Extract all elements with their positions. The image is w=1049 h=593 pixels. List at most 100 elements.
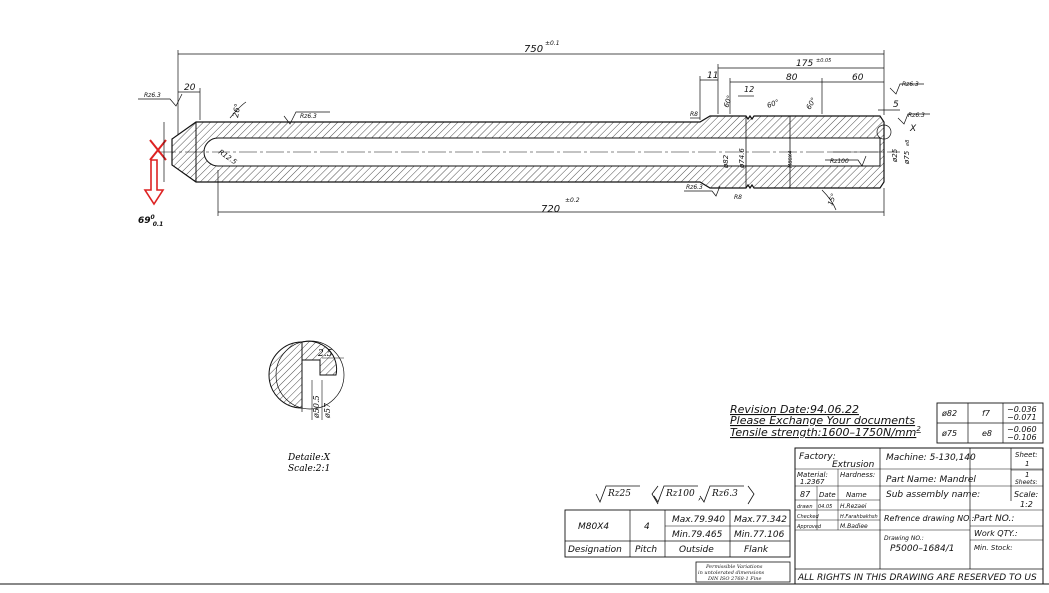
fit-e8: e8	[982, 429, 992, 438]
legend-rz63: Rz6.3	[711, 489, 738, 499]
thread-flank-max: Max.77.342	[734, 515, 787, 525]
dim-175-tol: ±0.05	[816, 58, 831, 64]
detail-x-label: X	[909, 124, 917, 134]
dim-15deg: 15°	[826, 192, 838, 206]
dim-dia-75-tol: e8	[905, 140, 911, 146]
dim-720-tol: ±0.2	[565, 197, 580, 204]
thread-header-flank: Flank	[744, 545, 769, 555]
tb-checked-name: H.Farahbakhsh	[840, 514, 878, 520]
dim-dia-25: ø25	[891, 148, 899, 163]
tb-drawn-date: 04.05	[818, 504, 832, 510]
tb-approved-name: M.Badiee	[840, 523, 868, 530]
tb-year: 87	[800, 490, 811, 499]
thread-designation-val: M80X4	[578, 522, 609, 532]
dim-dia-74-6: ø74.6	[738, 148, 746, 169]
tb-sheets-val: 1	[1025, 471, 1029, 479]
dim-12: 12	[744, 85, 754, 94]
revision-notes: Revision Date:94.06.22 Please Exchange Y…	[730, 403, 921, 439]
dim-720: 720	[541, 204, 560, 215]
detail-label: Detaile:X	[287, 453, 331, 463]
tb-factory-val: Extrusion	[832, 460, 875, 470]
fit-82-upper: −0.036	[1007, 405, 1037, 414]
tb-material: Material:	[797, 471, 828, 479]
fit-75-lower: −0.106	[1007, 433, 1037, 442]
dim-5: 5	[893, 100, 899, 110]
tb-sheet-lbl: Sheet:	[1015, 451, 1038, 459]
legend-rz100: Rz100	[665, 489, 695, 499]
legend-rz25: Rz25	[607, 489, 631, 499]
thread-header-outside: Outside	[679, 545, 714, 555]
fit-f7: f7	[982, 409, 991, 418]
dim-26deg: 26°	[231, 103, 242, 119]
red-arrow-marker	[143, 139, 167, 206]
dim-80: 80	[786, 73, 798, 83]
dim-60deg-c: 60°	[805, 96, 818, 111]
dim-dia-75: ø75	[903, 150, 911, 165]
fits-table: ø82 f7 −0.036 −0.071 ø75 e8 −0.060 −0.10…	[936, 402, 1044, 444]
dim-thread: M80X4	[788, 151, 794, 168]
tb-scale-lbl: Scale:	[1014, 490, 1039, 499]
roughness-legend: Rz25 Rz100 , Rz6.3	[595, 485, 755, 505]
dim-11: 11	[707, 71, 718, 81]
detail-x-view: 2.5 ø50.5 ø57 Detaile:X Scale:2:1	[268, 340, 345, 474]
dim-60: 60	[852, 73, 864, 83]
tb-factory: Factory:	[799, 452, 836, 462]
tb-approved: Approved	[796, 524, 822, 530]
tb-min-stock: Min. Stock:	[974, 544, 1013, 552]
tb-sheet-val: 1	[1025, 460, 1029, 468]
dim-dia-82: ø82	[722, 154, 730, 169]
tb-checked: Checked	[797, 514, 819, 520]
fit-75-upper: −0.060	[1007, 425, 1037, 434]
dimension-lines	[163, 50, 900, 216]
svg-text:,: ,	[698, 491, 701, 502]
rz63-bottom: Rz6.3	[686, 184, 703, 191]
permissible-variations: Permissible Variations in untolerated di…	[695, 561, 791, 583]
tb-date-lbl: Date	[819, 491, 836, 499]
detail-dim-2-5: 2.5	[317, 349, 333, 359]
tb-scale-val: 1:2	[1020, 500, 1033, 509]
tb-name-lbl: Name	[846, 491, 867, 499]
detail-dia-50-5: ø50.5	[312, 395, 321, 419]
rz63-left: Rz6.3	[144, 92, 161, 99]
tb-sheets-lbl: Sheets:	[1015, 479, 1038, 486]
detail-x-marker	[876, 124, 892, 140]
revision-date: Revision Date:94.06.22	[730, 403, 859, 416]
tb-machine: Machine: 5-130,140	[886, 453, 976, 463]
mandrel-part	[158, 114, 900, 190]
tb-reference: Refrence drawing NO.:	[884, 514, 975, 523]
tb-hardness: Hardness:	[840, 471, 875, 479]
tb-drawing-no-lbl: Drawing NO.:	[884, 535, 924, 542]
thread-flank-min: Min.77.106	[734, 530, 785, 540]
detail-scale: Scale:2:1	[288, 464, 330, 474]
dim-r8-top: R8	[690, 111, 698, 118]
permissible-line-3: DIN ISO 2768-1 Fine	[707, 576, 762, 582]
permissible-line-1: Permissible Variations	[705, 564, 763, 570]
dim-175: 175	[796, 59, 813, 69]
thread-outside-max: Max.79.940	[672, 515, 725, 525]
dim-20: 20	[184, 83, 196, 93]
fit-dia-82: ø82	[941, 409, 957, 418]
tb-part-no: Part NO.:	[974, 514, 1014, 524]
tb-material-val: 1.2367	[800, 478, 825, 486]
thread-header-pitch: Pitch	[635, 545, 657, 555]
tb-sub-assembly: Sub assembly name:	[886, 490, 980, 500]
fit-dia-75: ø75	[941, 429, 957, 438]
rz100-bore: Rz100	[830, 158, 849, 165]
thread-table: M80X4 4 Max.79.940 Min.79.465 Max.77.342…	[564, 509, 791, 558]
thread-pitch-val: 4	[644, 522, 650, 532]
permissible-line-2: in untolerated dimensions	[698, 570, 765, 576]
rz63-right-b: Rz6.3	[908, 112, 925, 119]
dim-60deg-a: 60°	[722, 94, 734, 108]
detail-dia-57: ø57	[323, 402, 332, 419]
thread-header-designation: Designation	[568, 545, 622, 555]
dim-60deg-b: 60°	[766, 98, 780, 110]
tb-drawing-no: P5000–1684/1	[890, 544, 955, 554]
rz63-top: Rz6.3	[300, 113, 317, 120]
tb-work-qty: Work QTY.:	[974, 529, 1018, 538]
title-block: Factory: Extrusion Machine: 5-130,140 Sh…	[794, 447, 1044, 585]
fit-82-lower: −0.071	[1007, 413, 1037, 422]
dim-r8-bot: R8	[734, 194, 742, 201]
rz63-right-a: Rz6.3	[902, 81, 919, 88]
tb-drawn: drawn	[797, 504, 813, 510]
tb-part-name: Part Name: Mandrel	[886, 475, 976, 485]
